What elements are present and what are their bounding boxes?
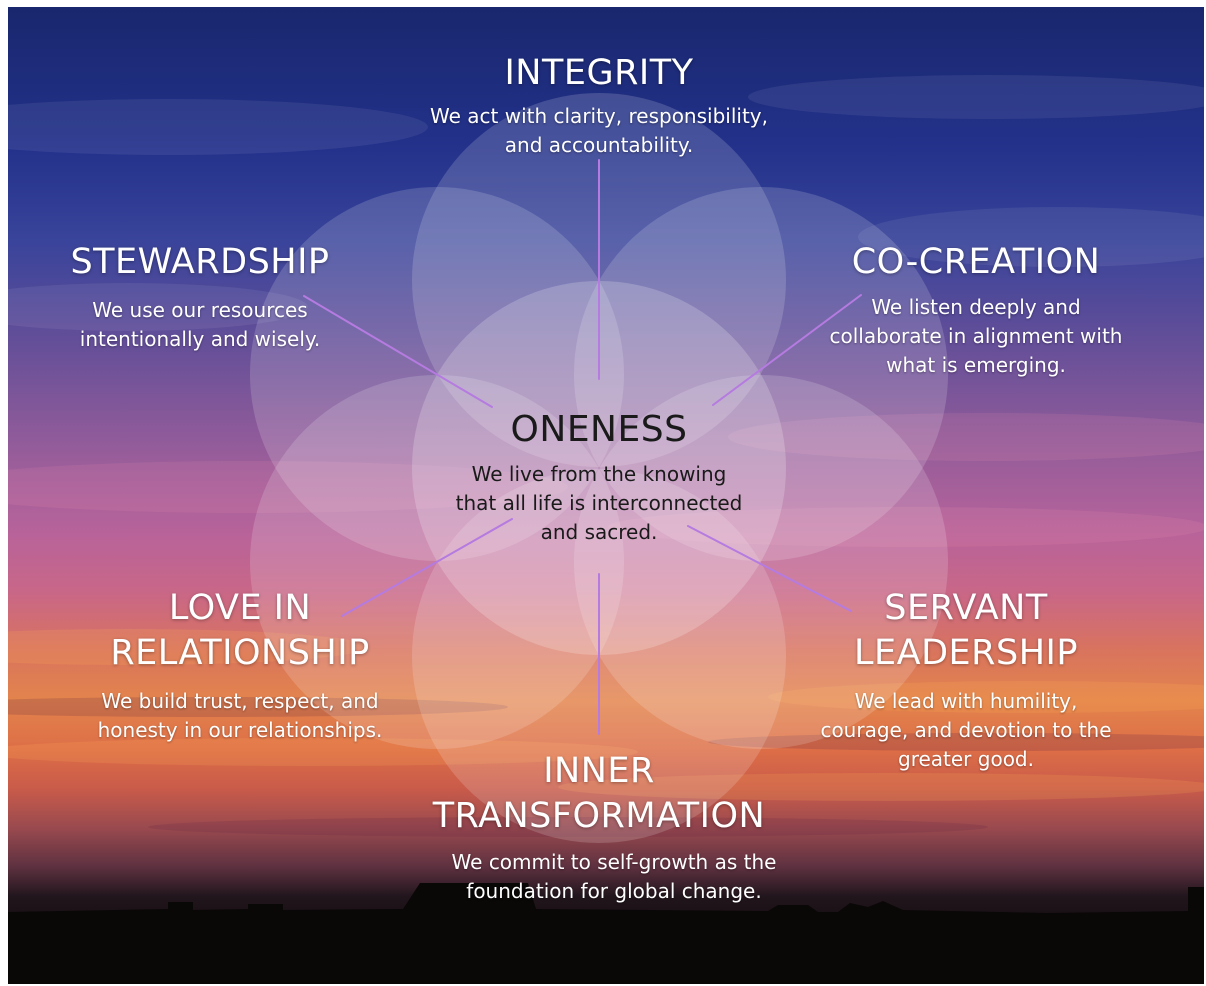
title-love-in-relationship: LOVE IN RELATIONSHIP [90,586,390,676]
title-line: LEADERSHIP [854,633,1078,673]
title-line: TRANSFORMATION [432,796,766,836]
connector-line-servant-leadership [687,525,852,612]
horizon-silhouette [8,883,1204,984]
petal-circle-co-creation [574,187,948,561]
desc-line: We build trust, respect, and [101,689,379,713]
center-circle-oneness [412,281,786,655]
center-desc-line: that all life is interconnected [455,491,743,515]
title-line: LOVE IN [168,588,312,628]
title-co-creation: CO-CREATION [826,240,1126,285]
title-integrity: INTEGRITY [399,51,799,96]
desc-line: We act with clarity, responsibility, [430,104,768,128]
center-desc-oneness: We live from the knowing that all life i… [439,460,759,547]
sky-clouds [8,75,1204,837]
desc-integrity: We act with clarity, responsibility, and… [389,102,809,160]
center-title-oneness: ONENESS [510,409,688,450]
desc-line: We lead with humility, [854,689,1078,713]
desc-line: honesty in our relationships. [97,718,383,742]
desc-servant-leadership: We lead with humility, courage, and devo… [806,687,1126,774]
desc-stewardship: We use our resources intentionally and w… [60,296,340,354]
title-line: STEWARDSHIP [70,242,330,282]
desc-line: greater good. [898,747,1034,771]
desc-line: collaborate in alignment with [829,324,1123,348]
title-line: INTEGRITY [504,53,694,93]
desc-co-creation: We listen deeply and collaborate in alig… [811,293,1141,380]
desc-line: We use our resources [92,298,308,322]
title-line: CO-CREATION [851,242,1101,282]
desc-line: and accountability. [504,133,694,157]
desc-line: intentionally and wisely. [79,327,321,351]
connector-line-co-creation [712,294,862,406]
values-flower-diagram [250,93,948,843]
title-servant-leadership: SERVANT LEADERSHIP [826,586,1106,676]
desc-line: courage, and devotion to the [820,718,1112,742]
desc-line: foundation for global change. [466,879,762,903]
connector-line-stewardship [303,295,493,408]
desc-line: We listen deeply and [871,295,1081,319]
title-line: SERVANT [884,588,1048,628]
title-stewardship: STEWARDSHIP [50,240,350,285]
desc-line: what is emerging. [886,353,1066,377]
center-desc-line: We live from the knowing [471,462,727,486]
title-line: RELATIONSHIP [110,633,370,673]
title-line: INNER [543,751,655,791]
center-desc-line: and sacred. [540,520,658,544]
title-inner-transformation: INNER TRANSFORMATION [399,749,799,839]
connector-line-love-in-relationship [341,518,513,617]
desc-line: We commit to self-growth as the [451,850,777,874]
sunset-background: ONENESS We live from the knowing that al… [8,7,1204,984]
petal-circle-servant-leadership [574,375,948,749]
desc-inner-transformation: We commit to self-growth as the foundati… [414,848,814,906]
desc-love-in-relationship: We build trust, respect, and honesty in … [80,687,400,745]
